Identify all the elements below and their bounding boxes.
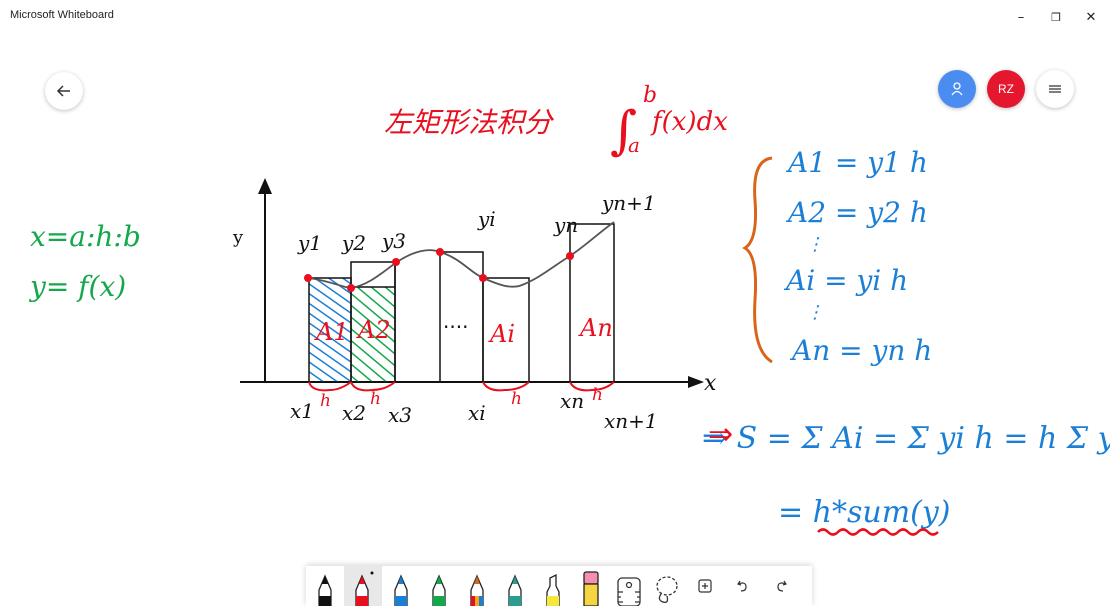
equation-an: An = yn h	[789, 334, 932, 367]
green-pen-tool[interactable]	[420, 566, 458, 606]
svg-text:⋮: ⋮	[806, 302, 824, 323]
x-axis-arrow	[688, 376, 704, 388]
label-y1: y1	[297, 231, 322, 255]
galaxy-pen-tool[interactable]	[496, 566, 534, 606]
hamburger-icon	[1049, 85, 1061, 93]
galaxy-pen-icon	[508, 574, 522, 606]
close-button[interactable]: ✕	[1076, 6, 1106, 28]
integral-sign: ∫	[610, 101, 637, 161]
label-h-1: h	[320, 391, 331, 411]
green-note-function: y= f(x)	[28, 270, 126, 303]
label-xi: xi	[468, 401, 486, 425]
orange-brace	[742, 156, 773, 364]
settings-menu-button[interactable]	[1036, 70, 1074, 108]
y-axis-arrow	[258, 178, 272, 194]
blue-equations: A1 = y1 h A2 = y2 h ⋮ Ai = yi h ⋮ An = y…	[783, 146, 932, 367]
person-icon	[951, 82, 963, 96]
restore-button[interactable]: ❐	[1041, 6, 1071, 28]
back-button[interactable]	[45, 72, 83, 110]
rect-an	[569, 223, 615, 383]
red-pen-icon	[355, 571, 374, 606]
ink-toolbar	[306, 566, 812, 606]
sum-formula-group: ⇒ S = Σ Ai = Σ yi h = h Σ yi ⇒	[702, 417, 1110, 456]
label-xn1: xn+1	[604, 409, 658, 433]
implies-arrow-icon: ⇒	[708, 417, 733, 452]
function-curve	[308, 221, 615, 289]
result-formula: = h*sum(y)	[778, 495, 951, 530]
label-a2: A2	[356, 316, 391, 344]
redo-button[interactable]	[762, 566, 800, 606]
label-ellipsis: ....	[443, 309, 468, 333]
red-underline	[817, 528, 939, 536]
rect-a1-fill	[309, 278, 351, 382]
label-h-3: h	[511, 389, 522, 409]
label-h-2: h	[370, 389, 381, 409]
x-axis-label: x	[704, 371, 717, 396]
undo-icon	[737, 580, 747, 592]
green-note-range: x=a:h:b	[30, 220, 141, 253]
add-button[interactable]	[686, 566, 724, 606]
label-xn: xn	[560, 389, 584, 413]
pink-eraser-icon	[583, 571, 599, 606]
title-bar: Microsoft Whiteboard – ❐ ✕	[0, 0, 1110, 32]
back-arrow-icon	[56, 85, 70, 97]
label-x2: x2	[342, 401, 366, 425]
blue-pen-tool[interactable]	[382, 566, 420, 606]
equation-ai: Ai = yi h	[783, 264, 908, 297]
green-pen-icon	[432, 574, 446, 606]
rect-a2-fill	[351, 287, 395, 382]
invite-people-button[interactable]	[938, 70, 976, 108]
rainbow-pen-icon	[470, 574, 484, 606]
label-y3: y3	[381, 229, 406, 253]
equation-a2: A2 = y2 h	[785, 196, 928, 229]
sum-formula: ⇒ S = Σ Ai = Σ yi h = h Σ yi	[702, 421, 1110, 456]
red-heading: 左矩形法积分 ∫ b a f(x)dx	[384, 83, 728, 161]
restore-icon: ❐	[1051, 10, 1061, 24]
avatar-initials: RZ	[998, 82, 1014, 96]
whiteboard-canvas[interactable]: 左矩形法积分 ∫ b a f(x)dx x=a:h:b y= f(x) y x	[0, 32, 1110, 566]
lasso-tool[interactable]	[648, 566, 686, 606]
label-yi: yi	[477, 207, 496, 231]
integral-integrand: f(x)dx	[650, 107, 728, 137]
rainbow-pen-tool[interactable]	[458, 566, 496, 606]
close-icon: ✕	[1085, 9, 1097, 25]
label-x1: x1	[290, 399, 314, 423]
redo-icon	[777, 580, 787, 592]
black-pen-icon	[318, 574, 332, 606]
minimize-icon: –	[1017, 9, 1025, 25]
label-ai: Ai	[488, 320, 515, 348]
svg-text:⋮: ⋮	[806, 234, 824, 255]
ruler-tool[interactable]	[610, 566, 648, 606]
red-pen-tool[interactable]	[344, 566, 382, 606]
black-pen-tool[interactable]	[306, 566, 344, 606]
add-icon	[698, 579, 712, 593]
eraser-tool[interactable]	[572, 566, 610, 606]
undo-button[interactable]	[724, 566, 762, 606]
integral-lower: a	[628, 133, 640, 157]
green-notes: x=a:h:b y= f(x)	[28, 220, 141, 303]
label-yn: yn	[553, 213, 578, 237]
label-yn1: yn+1	[601, 191, 656, 215]
app-title: Microsoft Whiteboard	[10, 9, 114, 21]
y-axis-label: y	[232, 227, 244, 248]
label-h-4: h	[592, 385, 603, 405]
integral-upper: b	[643, 83, 657, 108]
label-x3: x3	[388, 403, 412, 427]
minimize-button[interactable]: –	[1006, 6, 1036, 28]
label-a1: A1	[314, 318, 349, 346]
avatar-button[interactable]: RZ	[987, 70, 1025, 108]
blue-pen-icon	[394, 574, 408, 606]
label-an: An	[578, 314, 613, 342]
heading-text: 左矩形法积分	[384, 106, 555, 139]
ruler-icon	[617, 577, 641, 606]
lasso-icon	[656, 576, 678, 604]
equation-a1: A1 = y1 h	[785, 146, 928, 179]
yellow-highlighter-icon	[546, 573, 560, 606]
graph: y x y1 y2 y3	[232, 178, 717, 433]
highlighter-tool[interactable]	[534, 566, 572, 606]
label-y2: y2	[341, 231, 366, 255]
rect-ai	[482, 277, 530, 383]
